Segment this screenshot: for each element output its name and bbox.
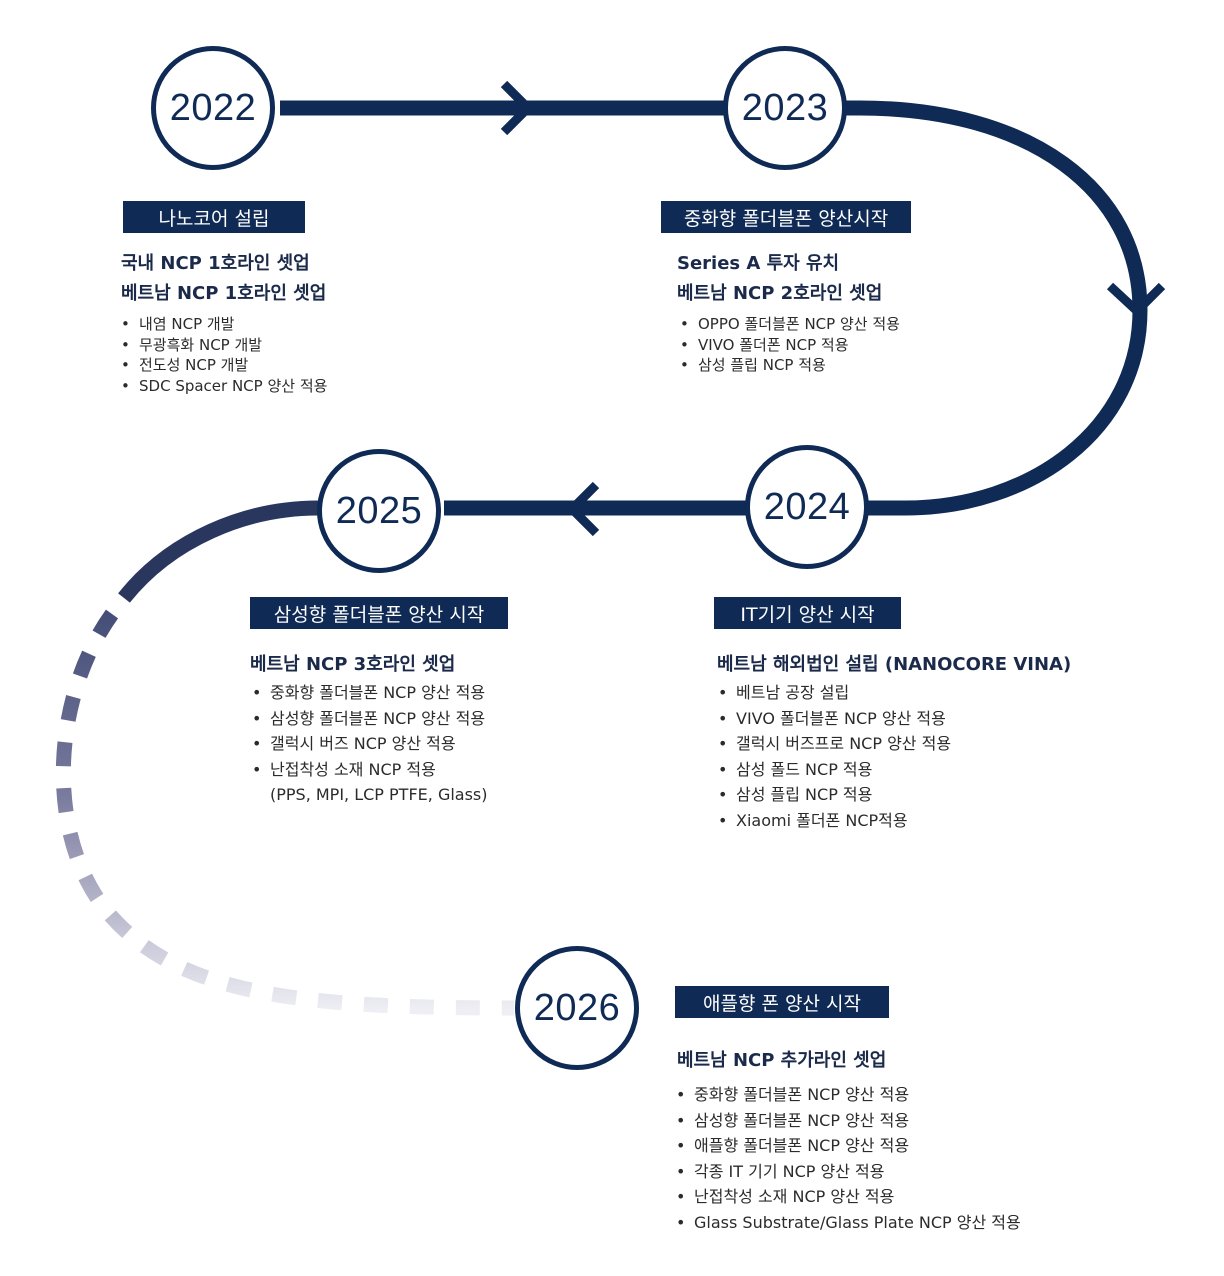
arrow-left-icon: [565, 481, 600, 537]
list-item: 갤럭시 버즈프로 NCP 양산 적용: [712, 731, 951, 757]
list-item: 삼성 플립 NCP 적용: [674, 355, 900, 376]
list-item-continuation: (PPS, MPI, LCP PTFE, Glass): [270, 785, 488, 804]
arrow-down-icon: [1106, 282, 1166, 318]
year-label: 2026: [533, 986, 621, 1029]
list-item: 베트남 공장 설립: [712, 680, 951, 706]
list-item: 삼성향 폴더블폰 NCP 양산 적용: [246, 706, 485, 732]
list-item: 애플향 폴더블폰 NCP 양산 적용: [670, 1133, 1021, 1159]
list-item: 전도성 NCP 개발: [115, 355, 327, 376]
milestone-banner-2026: 애플향 폰 양산 시작: [675, 986, 889, 1018]
list-item: OPPO 폴더블폰 NCP 양산 적용: [674, 314, 900, 335]
list-item: 삼성 폴드 NCP 적용: [712, 757, 951, 783]
milestone-banner-2025: 삼성향 폴더블폰 양산 시작: [250, 597, 508, 629]
list-item: 삼성 플립 NCP 적용: [712, 782, 951, 808]
list-item: 각종 IT 기기 NCP 양산 적용: [670, 1159, 1021, 1185]
milestone-headline: 베트남 NCP 1호라인 셋업: [121, 283, 327, 304]
milestone-list-2025: 중화향 폴더블폰 NCP 양산 적용 삼성향 폴더블폰 NCP 양산 적용 갤럭…: [246, 680, 485, 782]
year-circle-2023: 2023: [723, 46, 847, 170]
list-item: 갤럭시 버즈 NCP 양산 적용: [246, 731, 485, 757]
year-label: 2025: [335, 489, 423, 532]
milestone-headline: 국내 NCP 1호라인 셋업: [121, 253, 310, 274]
year-label: 2024: [763, 485, 851, 528]
milestone-headline: 베트남 NCP 추가라인 셋업: [677, 1050, 887, 1071]
list-item: 삼성향 폴더블폰 NCP 양산 적용: [670, 1108, 1021, 1134]
milestone-list-2024: 베트남 공장 설립 VIVO 폴더블폰 NCP 양산 적용 갤럭시 버즈프로 N…: [712, 680, 951, 833]
list-item: VIVO 폴더블폰 NCP 양산 적용: [712, 706, 951, 732]
milestone-list-2023: OPPO 폴더블폰 NCP 양산 적용 VIVO 폴더폰 NCP 적용 삼성 플…: [674, 314, 900, 376]
list-item: 중화향 폴더블폰 NCP 양산 적용: [670, 1082, 1021, 1108]
milestone-banner-2022: 나노코어 설립: [123, 201, 305, 233]
list-item: SDC Spacer NCP 양산 적용: [115, 376, 327, 397]
milestone-headline: 베트남 NCP 3호라인 셋업: [250, 654, 456, 675]
year-circle-2025: 2025: [317, 449, 441, 573]
milestone-headline: 베트남 NCP 2호라인 셋업: [677, 283, 883, 304]
milestone-list-2022: 내염 NCP 개발 무광흑화 NCP 개발 전도성 NCP 개발 SDC Spa…: [115, 314, 327, 396]
list-item: 난접착성 소재 NCP 양산 적용: [670, 1184, 1021, 1210]
list-item: 중화향 폴더블폰 NCP 양산 적용: [246, 680, 485, 706]
timeline-dashed-path: [55, 609, 515, 1016]
milestone-headline: Series A 투자 유치: [677, 253, 840, 274]
year-label: 2023: [741, 86, 829, 129]
list-item: 난접착성 소재 NCP 적용: [246, 757, 485, 783]
list-item: Glass Substrate/Glass Plate NCP 양산 적용: [670, 1210, 1021, 1236]
year-label: 2022: [169, 86, 257, 129]
list-item: 무광흑화 NCP 개발: [115, 335, 327, 356]
milestone-headline: 베트남 해외법인 설립 (NANOCORE VINA): [717, 654, 1072, 675]
milestone-banner-2024: IT기기 양산 시작: [714, 597, 901, 629]
year-circle-2026: 2026: [515, 946, 639, 1070]
milestone-banner-2023: 중화향 폴더블폰 양산시작: [661, 201, 911, 233]
list-item: VIVO 폴더폰 NCP 적용: [674, 335, 900, 356]
timeline-fade-curve: [118, 500, 319, 603]
milestone-list-2026: 중화향 폴더블폰 NCP 양산 적용 삼성향 폴더블폰 NCP 양산 적용 애플…: [670, 1082, 1021, 1235]
list-item: Xiaomi 폴더폰 NCP적용: [712, 808, 951, 834]
year-circle-2024: 2024: [745, 445, 869, 569]
arrow-right-icon: [500, 80, 535, 136]
year-circle-2022: 2022: [151, 46, 275, 170]
list-item: 내염 NCP 개발: [115, 314, 327, 335]
